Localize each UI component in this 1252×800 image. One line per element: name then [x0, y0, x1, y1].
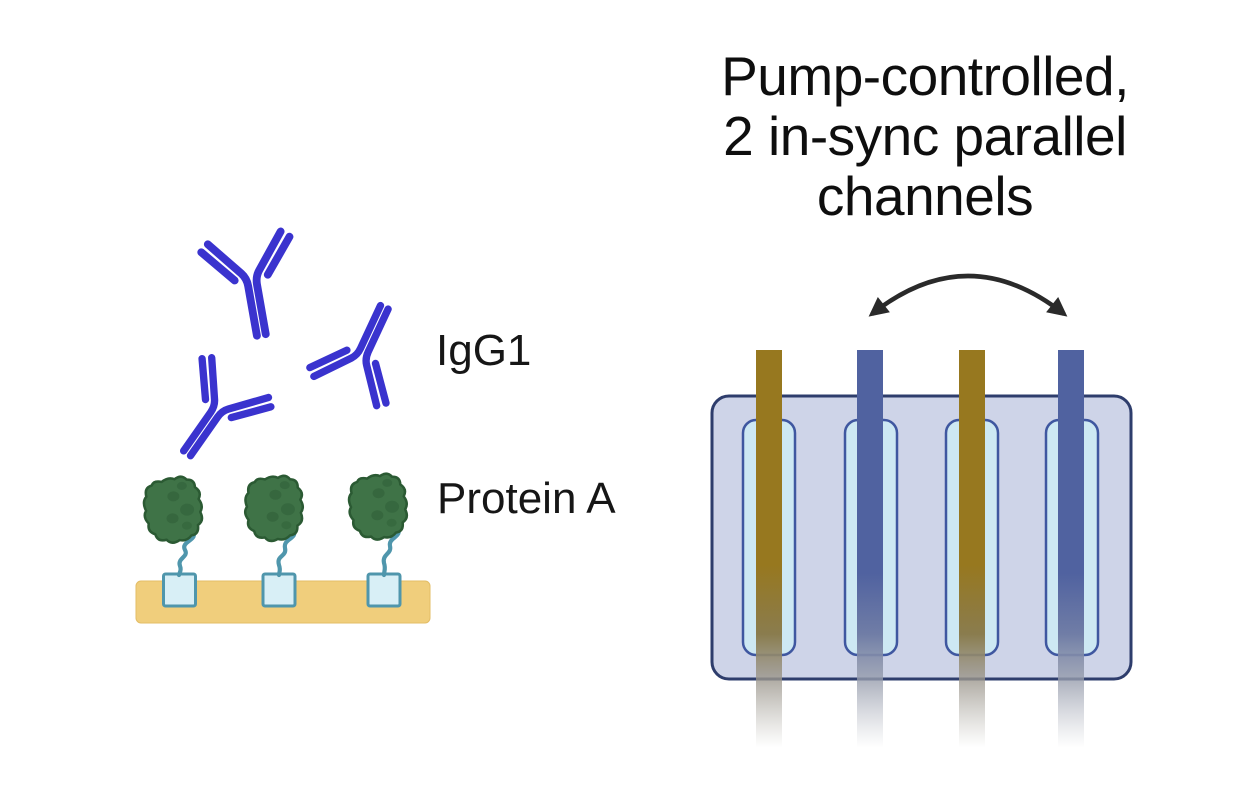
antibody-icon: [307, 290, 422, 409]
linker-squiggle: [176, 528, 196, 578]
linker-squiggle: [276, 526, 297, 578]
protein-a-label: Protein A: [437, 474, 616, 523]
protein-a-icon: [242, 473, 306, 544]
antibody-label: IgG1: [436, 326, 532, 375]
channel-tube-gold-2: [959, 350, 985, 756]
linker-squiggle: [381, 524, 401, 578]
panel-title: Pump-controlled, 2 in-sync parallel chan…: [700, 46, 1150, 226]
channel-tube-gold-1: [756, 350, 782, 756]
flow-cell-illustration: [710, 273, 1133, 756]
channel-tube-blue-1: [857, 350, 883, 756]
surface-anchor: [261, 572, 297, 608]
antibody-icon: [153, 354, 275, 478]
panel-title-line-3: channels: [816, 165, 1034, 227]
channel-tube-blue-2: [1058, 350, 1084, 756]
antibody-icon: [200, 230, 305, 343]
panel-title-line-2: 2 in-sync parallel: [723, 105, 1127, 167]
flow-cell-body: [710, 394, 1133, 681]
surface-anchor: [366, 572, 402, 608]
panel-title-line-1: Pump-controlled,: [721, 45, 1129, 107]
protein-a-icon: [346, 471, 410, 542]
surface-anchor: [162, 572, 197, 608]
sync-arrow-icon: [868, 273, 1068, 317]
igg1-protein-a-illustration: [135, 230, 431, 624]
protein-a-icon: [141, 474, 205, 546]
